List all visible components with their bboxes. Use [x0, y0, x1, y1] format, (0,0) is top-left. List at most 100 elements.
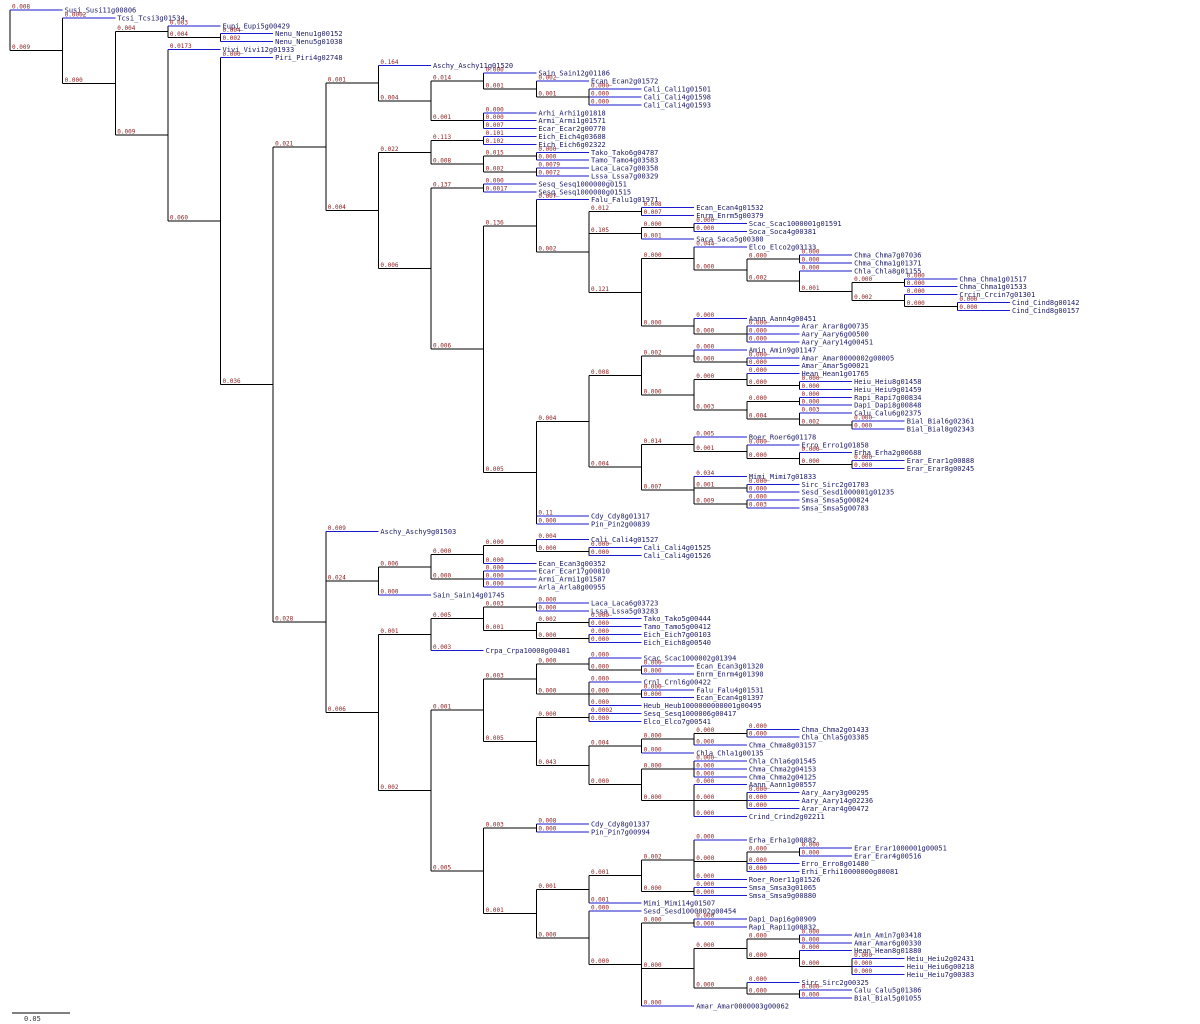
branch-support-label: 0.000 [696, 264, 714, 271]
branch-support-label: 0.003 [486, 600, 504, 607]
branch-support-label: 0.000 [538, 658, 556, 665]
taxon-label: Smsa_Smsa3g01065 [749, 884, 816, 892]
branch-support-label: 0.000 [591, 778, 609, 785]
branch-support-label: 0.000 [749, 786, 767, 793]
branch-support-label: 0.000 [538, 545, 556, 552]
branch-support-label: 0.004 [117, 25, 135, 32]
branch-support-label: 0.000 [644, 885, 662, 892]
taxon-label: Tamo_Tamo5g00412 [644, 623, 711, 631]
taxon-label: Crpa_Crpa10000g00401 [486, 647, 570, 655]
branch-support-label: 0.043 [538, 759, 556, 766]
taxon-label: Bial_Bial8g02343 [907, 425, 974, 433]
branch-support-label: 0.000 [749, 367, 767, 374]
branch-support-label: 0.009 [328, 525, 346, 532]
taxon-label: Tako_Tako5g00444 [644, 615, 711, 623]
taxon-label: Chma_Chma1g01517 [959, 275, 1026, 283]
branch-support-label: 0.000 [538, 826, 556, 833]
branch-support-label: 0.000 [696, 312, 714, 319]
branch-support-label: 0.136 [486, 219, 504, 226]
branch-support-label: 0.000 [591, 83, 609, 90]
branch-support-label: 0.000 [591, 90, 609, 97]
branch-support-label: 0.000 [380, 588, 398, 595]
taxon-label: Eich_Eich7g00103 [644, 631, 711, 639]
taxon-label: Smsa_Smsa5g00783 [801, 505, 868, 513]
branch-support-label: 0.008 [644, 201, 662, 208]
branch-support-label: 0.137 [433, 181, 451, 188]
branch-support-label: 0.000 [644, 747, 662, 754]
taxon-label: Mimi_Mimi14g01507 [644, 900, 716, 908]
taxon-label: Tako_Tako6g04787 [591, 149, 658, 157]
branch-support-label: 0.003 [696, 404, 714, 411]
branch-support-label: 0.000 [749, 438, 767, 445]
branch-support-label: 0.000 [749, 328, 767, 335]
taxon-label: Arar_Arar4g00472 [801, 805, 868, 813]
branch-support-label: 0.000 [696, 873, 714, 880]
taxon-label: Sain_Sain12g01186 [538, 70, 610, 78]
taxon-label: Pin_Pin7g00994 [591, 829, 650, 837]
branch-support-label: 0.002 [644, 349, 662, 356]
branch-support-label: 0.000 [486, 565, 504, 572]
branch-support-label: 0.000 [486, 106, 504, 113]
branch-support-label: 0.000 [538, 632, 556, 639]
branch-support-label: 0.000 [486, 557, 504, 564]
branch-support-label: 0.0002 [591, 707, 613, 714]
branch-support-label: 0.009 [12, 44, 30, 51]
taxon-label: Chma_Chma2g01433 [801, 726, 868, 734]
taxon-label: Heub_Heub1000000000001g00495 [644, 702, 762, 710]
branch-support-label: 0.000 [591, 636, 609, 643]
branch-support-label: 0.000 [749, 359, 767, 366]
taxon-label: Sirc_Sirc2g00325 [801, 979, 868, 987]
branch-support-label: 0.000 [591, 675, 609, 682]
branch-support-label: 0.000 [854, 422, 872, 429]
branch-support-label: 0.002 [749, 275, 767, 282]
branch-support-label: 0.000 [749, 452, 767, 459]
branch-support-label: 0.000 [801, 256, 819, 263]
branch-support-label: 0.000 [696, 770, 714, 777]
branch-support-label: 0.060 [170, 214, 188, 221]
branch-support-label: 0.000 [696, 889, 714, 896]
branch-support-label: 0.000 [591, 699, 609, 706]
taxon-label: Nenu_Nenu1g00152 [275, 30, 342, 38]
taxon-label: Aschy_Aschy11g01520 [433, 62, 513, 70]
branch-support-label: 0.001 [696, 482, 714, 489]
branch-support-label: 0.000 [223, 51, 241, 58]
branch-support-label: 0.001 [591, 869, 609, 876]
branch-support-label: 0.004 [538, 533, 556, 540]
branch-support-label: 0.005 [486, 466, 504, 473]
branch-support-label: 0.000 [538, 604, 556, 611]
taxon-label: Cali_Cali1g01501 [644, 86, 711, 94]
taxon-label: Chma_Chma7g07036 [854, 252, 921, 260]
branch-support-label: 0.003 [170, 19, 188, 26]
branch-support-label: 0.000 [854, 462, 872, 469]
branch-support-label: 0.000 [644, 388, 662, 395]
branch-support-label: 0.000 [749, 731, 767, 738]
branch-support-label: 0.006 [433, 343, 451, 350]
branch-support-label: 0.000 [749, 723, 767, 730]
branch-support-label: 0.002 [538, 75, 556, 82]
branch-support-label: 0.000 [696, 920, 714, 927]
branch-support-label: 0.002 [486, 166, 504, 173]
branch-support-label: 0.101 [486, 130, 504, 137]
scale-bar: 0.05 [12, 1012, 70, 1023]
branch-support-label: 0.002 [538, 616, 556, 623]
taxon-label: Arhi_Arhi1g01818 [538, 109, 605, 117]
branch-support-label: 0.000 [644, 794, 662, 801]
taxon-label: Smsa_Smsa5g00824 [801, 497, 868, 505]
branch-support-label: 0.000 [749, 379, 767, 386]
branch-support-label: 0.000 [65, 77, 83, 84]
taxon-label: Chla_Chla5g03385 [801, 734, 868, 742]
taxon-label: Heiu_Heiu9g01459 [854, 386, 921, 394]
branch-support-label: 0.001 [801, 285, 819, 292]
taxon-label: Cdy_Cdy8g01317 [591, 512, 650, 520]
branch-support-label: 0.005 [696, 430, 714, 437]
branch-support-label: 0.006 [328, 706, 346, 713]
branch-support-label: 0.001 [696, 445, 714, 452]
taxon-label: Aann_Aann1g00557 [749, 781, 816, 789]
taxon-label: Chma_Chma8g03157 [749, 742, 816, 750]
taxon-label: Dapi_Dapi6g00909 [749, 916, 816, 924]
branch-support-label: 0.001 [486, 624, 504, 631]
taxon-label: Crnl_Crnl6g00422 [644, 678, 711, 686]
branch-support-label: 0.000 [644, 733, 662, 740]
branch-support-label: 0.008 [433, 158, 451, 165]
branch-support-label: 0.000 [801, 399, 819, 406]
